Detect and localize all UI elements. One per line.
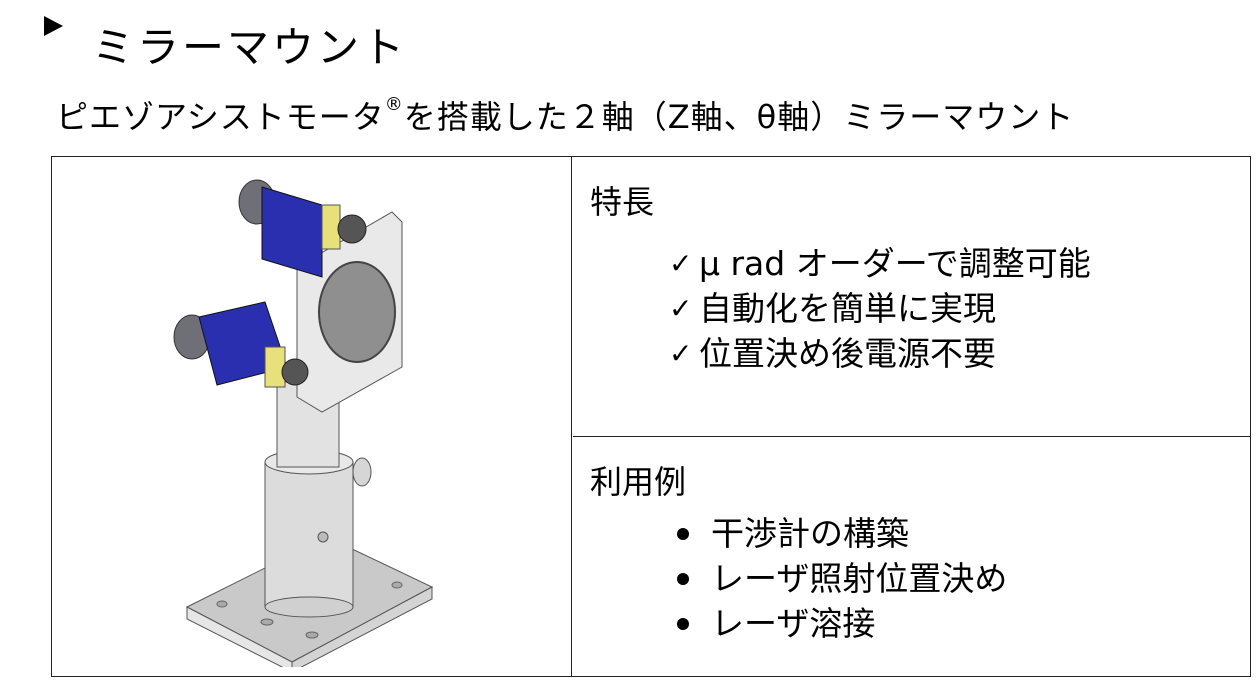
use-case-item: 干渉計の構築	[669, 511, 1007, 556]
feature-item: ✓μ rad オーダーで調整可能	[669, 241, 1091, 286]
use-case-item: レーザ照射位置決め	[669, 556, 1007, 601]
page-title: ミラーマウント	[92, 23, 408, 72]
subtitle-post: を搭載した２軸（Z軸、θ軸）ミラーマウント	[403, 98, 1075, 136]
bullet-icon	[677, 572, 689, 585]
use-cases-cell: 利用例 干渉計の構築 レーザ照射位置決め レーザ溶接	[573, 437, 1250, 676]
subtitle-pre: ピエゾアシストモータ	[56, 98, 385, 136]
use-case-item: レーザ溶接	[669, 601, 1007, 646]
check-icon: ✓	[669, 292, 693, 325]
mirror-mount-illustration-icon	[173, 179, 434, 667]
use-cases-heading: 利用例	[590, 463, 687, 501]
use-cases-list: 干渉計の構築 レーザ照射位置決め レーザ溶接	[669, 511, 1007, 646]
feature-item: ✓自動化を簡単に実現	[669, 286, 1091, 331]
features-list: ✓μ rad オーダーで調整可能 ✓自動化を簡単に実現 ✓位置決め後電源不要	[669, 241, 1091, 376]
feature-item: ✓位置決め後電源不要	[669, 331, 1091, 376]
bullet-icon	[677, 617, 689, 630]
triangle-bullet-icon	[44, 16, 63, 36]
page-subtitle: ピエゾアシストモータ®を搭載した２軸（Z軸、θ軸）ミラーマウント	[56, 92, 1074, 138]
product-image-cell	[52, 157, 572, 676]
check-icon: ✓	[669, 247, 693, 280]
features-cell: 特長 ✓μ rad オーダーで調整可能 ✓自動化を簡単に実現 ✓位置決め後電源不…	[573, 157, 1250, 437]
bullet-icon	[677, 527, 689, 540]
check-icon: ✓	[669, 337, 693, 370]
spec-table: 特長 ✓μ rad オーダーで調整可能 ✓自動化を簡単に実現 ✓位置決め後電源不…	[51, 156, 1251, 677]
registered-mark: ®	[384, 94, 404, 115]
features-heading: 特長	[590, 183, 655, 221]
